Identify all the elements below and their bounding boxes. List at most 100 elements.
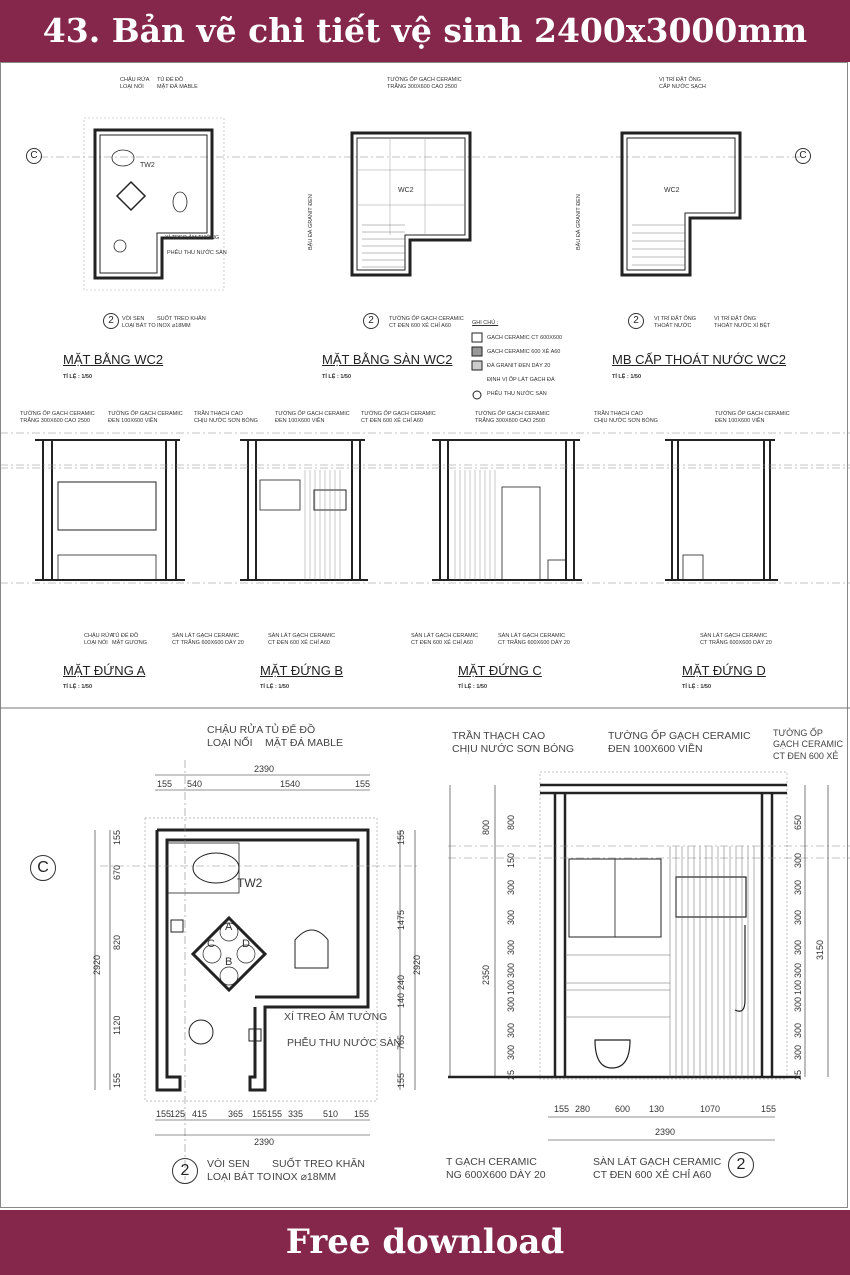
- plan-note: VÒI SEN LOẠI BÁT TO: [122, 316, 156, 329]
- zone-c: C: [207, 938, 215, 950]
- axis-2-bubble: 2: [172, 1158, 198, 1184]
- free-download-button[interactable]: Free download: [0, 1210, 850, 1275]
- elevation-note: TƯỜNG ỐP GẠCH CERAMIC CT ĐEN 600 XẺ CHỈ …: [361, 411, 436, 424]
- dim: 300: [506, 879, 516, 895]
- detail-note: T GẠCH CERAMIC NG 600X600 DÀY 20: [446, 1156, 546, 1182]
- scale-label: TỈ LỆ : 1/50: [322, 374, 352, 380]
- elevation-title: MẶT ĐỨNG D: [682, 663, 766, 678]
- dim: 365: [228, 1109, 244, 1119]
- plan-wc2-walls: [93, 128, 214, 280]
- zone-a: A: [225, 921, 233, 933]
- dim: 540: [187, 779, 203, 789]
- room-label: TW2: [140, 162, 155, 169]
- elevation-d-frame: [665, 439, 778, 581]
- axis-2-bubble: 2: [103, 313, 119, 329]
- axis-c-bubble: C: [26, 148, 42, 164]
- dim: 300: [506, 939, 516, 955]
- plan-title: MẶT BẰNG WC2: [63, 352, 164, 367]
- detail-sink-icon: [192, 852, 240, 884]
- legend-swatches: [471, 332, 483, 400]
- dim: 300: [506, 962, 516, 978]
- plan-note: VỊ TRÍ ĐẶT ỐNG CẤP NƯỚC SẠCH: [659, 77, 706, 90]
- plan-note: BẬU ĐÁ GRANIT ĐEN: [576, 194, 582, 250]
- floor-drain-icon-2: [248, 1028, 262, 1042]
- drawing-sheet: [0, 62, 848, 1208]
- dim: 100: [506, 979, 516, 995]
- room-label: TW2: [237, 876, 263, 890]
- plumbing-plan-walls: [620, 131, 742, 277]
- scale-label: TỈ LỆ : 1/50: [612, 374, 642, 380]
- dim: 300: [793, 909, 803, 925]
- dim: 800: [506, 814, 516, 830]
- dim: 155: [354, 1109, 370, 1119]
- elevation-note: SÀN LÁT GẠCH CERAMIC CT ĐEN 600 XẺ CHỈ A…: [411, 633, 479, 646]
- dim: 25: [793, 1069, 803, 1080]
- detail-note: VÒI SEN LOẠI BÁT TO: [207, 1158, 272, 1184]
- plan-note: TƯỜNG ỐP GẠCH CERAMIC TRẮNG 300X600 CAO …: [387, 77, 462, 90]
- dim: 1475: [396, 909, 406, 930]
- dim: 155: [252, 1109, 268, 1119]
- plan-note: CHẬU RỬA LOẠI NỔI: [120, 77, 150, 90]
- detail-note: SUỐT TREO KHĂN INOX ⌀18MM: [272, 1158, 365, 1184]
- dim: 300: [506, 1044, 516, 1060]
- plan-title: MẶT BẰNG SÀN WC2: [322, 352, 453, 367]
- detail-elevation-frame: [448, 783, 800, 1079]
- dim: 670: [112, 864, 122, 880]
- axis-2-bubble: 2: [628, 313, 644, 329]
- detail-mirror: [675, 876, 747, 918]
- dim: 300: [793, 1022, 803, 1038]
- plan-note: XÍ TREO ÂM TƯỜNG: [165, 235, 220, 241]
- plan-note: VỊ TRÍ ĐẶT ỐNG THOÁT NƯỚC: [654, 316, 696, 329]
- dim-total: 2390: [655, 1127, 676, 1137]
- dim: 415: [192, 1109, 208, 1119]
- dim: 155: [396, 1072, 406, 1088]
- detail-toilet: [594, 1039, 631, 1069]
- dim: 280: [575, 1104, 591, 1114]
- elevation-title: MẶT ĐỨNG A: [63, 663, 146, 678]
- dim: 300: [506, 1022, 516, 1038]
- plan-note: SUỐT TREO KHĂN INOX ⌀18MM: [157, 316, 206, 329]
- plan-note: TƯỜNG ỐP GẠCH CERAMIC CT ĐEN 600 XẺ CHỈ …: [389, 316, 464, 329]
- axis-c-bubble: C: [795, 148, 811, 164]
- dim: 300: [793, 852, 803, 868]
- elevation-b-frame: [240, 439, 368, 581]
- dim: 650: [793, 814, 803, 830]
- dim: 765: [396, 1034, 406, 1050]
- elevation-note: TƯỜNG ỐP GẠCH CERAMIC ĐEN 100X600 VIỀN: [275, 411, 350, 424]
- door: [501, 486, 541, 581]
- page-title: 43. Bản vẽ chi tiết vệ sinh 2400x3000mm: [0, 0, 850, 62]
- dim: 300: [793, 996, 803, 1012]
- elevation-note: TRẦN THẠCH CAO CHỊU NƯỚC SƠN BÓNG: [594, 411, 658, 424]
- detail-note: SÀN LÁT GẠCH CERAMIC CT ĐEN 600 XẺ CHỈ A…: [593, 1156, 722, 1182]
- dim: 300: [506, 996, 516, 1012]
- elevation-note: SÀN LÁT GẠCH CERAMIC CT TRẮNG 600X600 DÀ…: [172, 633, 244, 646]
- dim: 155: [156, 1109, 172, 1119]
- dim: 155: [554, 1104, 570, 1114]
- dim: 300: [793, 1044, 803, 1060]
- zone-b: B: [225, 956, 233, 968]
- plan-note: BẬU ĐÁ GRANIT ĐEN: [308, 194, 314, 250]
- dim: 800: [481, 819, 491, 835]
- detail-note: PHỄU THU NƯỚC SÀN: [287, 1037, 402, 1049]
- dim: 1120: [112, 1015, 122, 1035]
- detail-note: XÍ TREO ÂM TƯỜNG: [284, 1011, 388, 1023]
- axis-c-bubble: C: [30, 855, 56, 881]
- elevation-c-frame: [432, 439, 582, 581]
- dim-total: 3150: [815, 939, 825, 960]
- axis-2-bubble: 2: [728, 1152, 754, 1178]
- detail-note: TƯỜNG ỐP GẠCH CERAMIC ĐEN 100X600 VIỀN: [608, 730, 751, 756]
- shower-zone-icon: [115, 180, 147, 212]
- detail-shower-head: [188, 1019, 214, 1045]
- floor-drain-icon: [170, 919, 184, 933]
- detail-note: CHẬU RỬA LOẠI NỔI: [207, 724, 264, 750]
- elevation-note: TỦ ĐỂ ĐỒ MẶT GƯƠNG: [112, 633, 147, 646]
- legend-item: GẠCH CERAMIC 600 XẺ A60: [487, 349, 561, 355]
- dim-total: 2390: [254, 764, 275, 774]
- elevation-note: TƯỜNG ỐP GẠCH CERAMIC TRẮNG 300X600 CAO …: [20, 411, 95, 424]
- dim-total: 2390: [254, 1137, 275, 1147]
- legend-item: ĐÁ GRANIT ĐEN DÀY 20: [487, 363, 551, 369]
- dim: 155: [157, 779, 173, 789]
- dim: 140: [396, 992, 406, 1008]
- dim: 300: [793, 939, 803, 955]
